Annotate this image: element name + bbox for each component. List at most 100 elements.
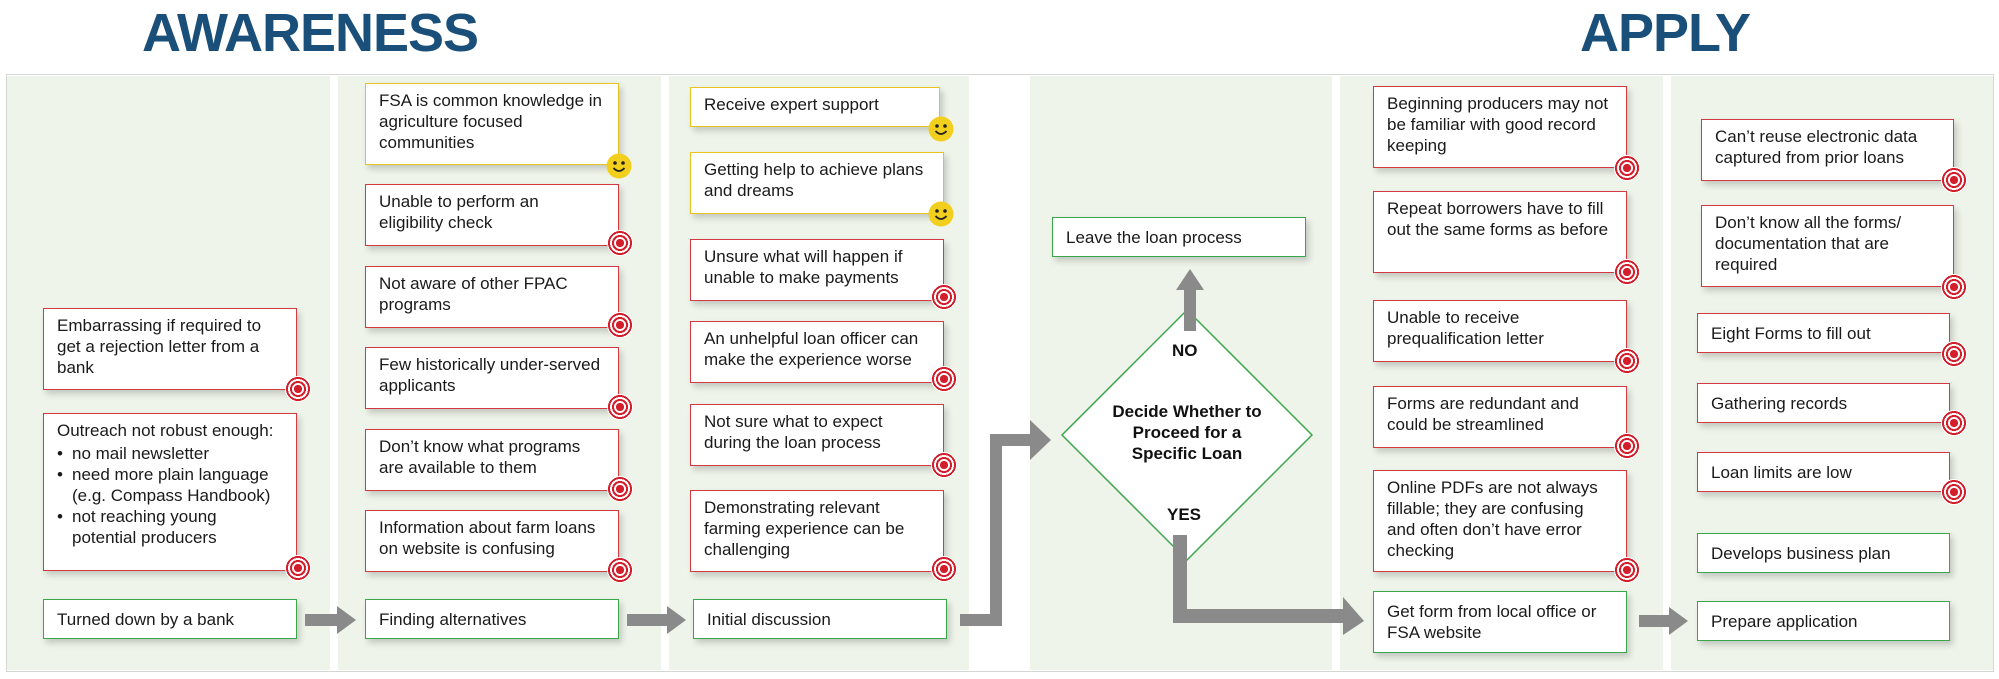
pain-point-target-icon [1614, 557, 1640, 583]
pain-point-target-icon [931, 366, 957, 392]
pain-point-card: Unsure what will happen if unable to mak… [690, 239, 944, 301]
positive-text: FSA is common knowledge in agriculture f… [379, 91, 602, 152]
develops-plan-box: Develops business plan [1697, 533, 1950, 573]
pain-point-target-icon [1614, 433, 1640, 459]
positive-text: Getting help to achieve plans and dreams [704, 160, 924, 200]
apply-heading: APPLY [1580, 3, 1751, 63]
pain-point-target-icon [607, 394, 633, 420]
pain-point-card: Online PDFs are not always fillable; the… [1373, 470, 1627, 572]
gray-arrow-icon [960, 420, 1051, 626]
pain-point-target-icon [607, 476, 633, 502]
pain-point-text: Loan limits are low [1711, 462, 1852, 482]
pain-point-card: An unhelpful loan officer can make the e… [690, 321, 944, 383]
pain-point-text: Don’t know what programs are available t… [379, 437, 581, 477]
list-item: need more plain language (e.g. Compass H… [57, 464, 283, 506]
pain-point-target-icon [607, 557, 633, 583]
pain-point-card: Repeat borrowers have to fill out the sa… [1373, 191, 1627, 273]
pain-point-text: Can’t reuse electronic data captured fro… [1715, 127, 1918, 167]
pain-point-text: Outreach not robust enough: [57, 421, 274, 440]
pain-point-text: Embarrassing if required to get a reject… [57, 316, 262, 377]
diagram-frame [6, 74, 1994, 672]
pain-point-target-icon [285, 555, 311, 581]
pain-point-text: Few historically under-served applicants [379, 355, 601, 395]
step-box: Get form from local office or FSA websit… [1373, 591, 1627, 653]
pain-point-target-icon [1941, 274, 1967, 300]
positive-card: Receive expert support [690, 87, 940, 127]
pain-point-text: An unhelpful loan officer can make the e… [704, 329, 919, 369]
smiley-face-icon [928, 201, 954, 227]
leave-process-box: Leave the loan process [1052, 217, 1306, 257]
gray-arrow-icon [1176, 269, 1204, 331]
no-label: NO [1172, 341, 1198, 360]
pain-point-text: Not sure what to expect during the loan … [704, 412, 883, 452]
positive-card: Getting help to achieve plans and dreams [690, 152, 944, 214]
pain-point-text: Demonstrating relevant farming experienc… [704, 498, 905, 559]
pain-point-card: Unable to receive prequalification lette… [1373, 300, 1627, 362]
pain-point-card: Unable to perform an eligibility check [365, 184, 619, 246]
step-text: Finding alternatives [379, 609, 527, 629]
pain-point-target-icon [1941, 479, 1967, 505]
pain-point-card: Forms are redundant and could be streaml… [1373, 386, 1627, 448]
list-item: not reaching young potential producers [57, 506, 283, 548]
step-box: Initial discussion [693, 599, 947, 639]
pain-point-card: Don’t know all the forms/ documentation … [1701, 205, 1954, 287]
step-text: Develops business plan [1711, 543, 1891, 563]
pain-point-target-icon [931, 284, 957, 310]
pain-point-text: Forms are redundant and could be streaml… [1387, 394, 1579, 434]
pain-point-text: Not aware of other FPAC programs [379, 274, 568, 314]
step-box: Prepare application [1697, 601, 1950, 641]
pain-point-card: Embarrassing if required to get a reject… [43, 308, 297, 390]
pain-point-text: Don’t know all the forms/ documentation … [1715, 213, 1902, 274]
smiley-face-icon [606, 153, 632, 179]
step-box: Turned down by a bank [43, 599, 297, 639]
pain-point-card: Gathering records [1697, 383, 1950, 423]
step-text: Get form from local office or FSA websit… [1387, 602, 1597, 642]
pain-point-target-icon [1614, 259, 1640, 285]
gray-arrow-icon [1173, 535, 1364, 635]
pain-point-card: Demonstrating relevant farming experienc… [690, 490, 944, 572]
pain-point-target-icon [1941, 410, 1967, 436]
pain-point-target-icon [931, 452, 957, 478]
pain-point-card: Outreach not robust enough: no mail news… [43, 413, 297, 571]
pain-point-card: Few historically under-served applicants [365, 347, 619, 409]
step-box: Finding alternatives [365, 599, 619, 639]
pain-point-target-icon [607, 230, 633, 256]
pain-point-text: Unable to receive prequalification lette… [1387, 308, 1544, 348]
list-item: no mail newsletter [57, 443, 283, 464]
pain-point-card: Loan limits are low [1697, 452, 1950, 492]
step-text: Initial discussion [707, 609, 831, 629]
pain-point-card: Don’t know what programs are available t… [365, 429, 619, 491]
positive-card: FSA is common knowledge in agriculture f… [365, 83, 619, 165]
pain-point-target-icon [931, 556, 957, 582]
gray-arrow-icon [627, 606, 686, 634]
pain-point-text: Unable to perform an eligibility check [379, 192, 539, 232]
pain-point-card: Eight Forms to fill out [1697, 313, 1950, 353]
gray-arrow-icon [1639, 607, 1688, 635]
gray-arrow-icon [305, 606, 356, 634]
pain-point-target-icon [1614, 155, 1640, 181]
pain-point-card: Information about farm loans on website … [365, 510, 619, 572]
pain-point-target-icon [607, 312, 633, 338]
pain-point-text: Repeat borrowers have to fill out the sa… [1387, 199, 1609, 239]
positive-text: Receive expert support [704, 95, 879, 114]
pain-point-card: Can’t reuse electronic data captured fro… [1701, 119, 1954, 181]
pain-point-text: Gathering records [1711, 393, 1848, 413]
pain-point-text: Online PDFs are not always fillable; the… [1387, 478, 1598, 560]
step-text: Prepare application [1711, 611, 1858, 631]
pain-point-text: Beginning producers may not be familiar … [1387, 94, 1609, 155]
pain-point-target-icon [1941, 167, 1967, 193]
awareness-heading: AWARENESS [142, 3, 479, 63]
step-text: Leave the loan process [1066, 227, 1242, 247]
pain-point-target-icon [1614, 348, 1640, 374]
yes-label: YES [1167, 505, 1202, 524]
step-text: Turned down by a bank [57, 609, 235, 629]
smiley-face-icon [928, 116, 954, 142]
pain-point-card: Beginning producers may not be familiar … [1373, 86, 1627, 168]
pain-point-text: Unsure what will happen if unable to mak… [704, 247, 903, 287]
pain-point-text: Information about farm loans on website … [379, 518, 596, 558]
pain-point-card: Not aware of other FPAC programs [365, 266, 619, 328]
pain-point-target-icon [285, 376, 311, 402]
decision-question: Decide Whether to Proceed for a Specific… [1112, 402, 1262, 463]
pain-point-card: Not sure what to expect during the loan … [690, 404, 944, 466]
pain-point-text: Eight Forms to fill out [1711, 323, 1871, 343]
